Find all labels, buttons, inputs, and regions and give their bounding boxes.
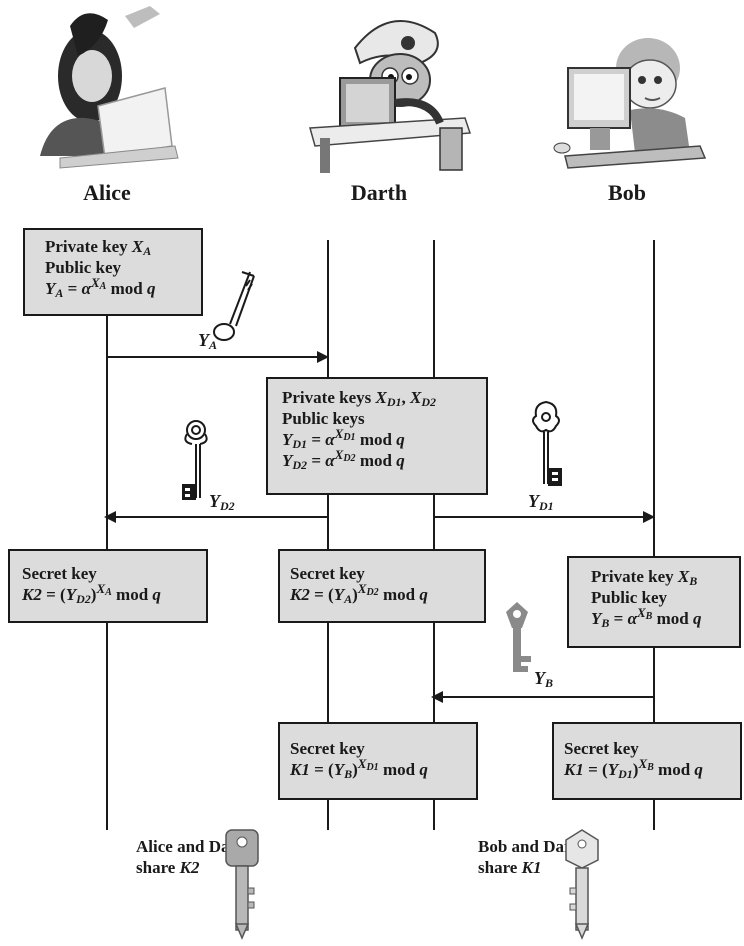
- bob-name: Bob: [567, 180, 687, 206]
- alice-lifeline: [106, 240, 108, 830]
- bob-key-box: Private key XB Public key YB = αXB mod q: [567, 556, 741, 648]
- ya-label: YA: [198, 330, 217, 351]
- bob-illustration: [550, 18, 710, 178]
- bob-secret-key-box: Secret key K1 = (YD1)XB mod q: [552, 722, 742, 800]
- alice-secret-key-box: Secret key K2 = (YD2)XA mod q: [8, 549, 208, 623]
- yd2-label: YD2: [209, 491, 235, 512]
- plain-key-icon: [212, 262, 262, 346]
- darth-illustration: [300, 8, 475, 178]
- darth-key-box: Private keys XD1, XD2 Public keys YD1 = …: [266, 377, 488, 495]
- ya-arrow: [108, 356, 327, 358]
- yd1-arrow: [435, 516, 653, 518]
- gray-key-icon: [496, 598, 538, 680]
- darth-secret-k1-box: Secret key K1 = (YB)XD1 mod q: [278, 722, 478, 800]
- silver-key-icon: [222, 828, 262, 942]
- yb-arrow: [433, 696, 653, 698]
- alice-illustration: [30, 6, 180, 178]
- darth-secret-k2-box: Secret key K2 = (YA)XD2 mod q: [278, 549, 486, 623]
- alice-key-box: Private key XA Public key YA = αXA mod q: [23, 228, 203, 316]
- yb-label: YB: [534, 668, 553, 689]
- alice-public-key-label: Public key: [45, 257, 201, 278]
- ornate-key-icon: [526, 398, 566, 494]
- darth-name: Darth: [319, 180, 439, 206]
- yd1-label: YD1: [528, 491, 554, 512]
- silver-key-icon: [562, 828, 602, 942]
- yd2-arrow: [106, 516, 327, 518]
- alice-name: Alice: [47, 180, 167, 206]
- bob-public-key-label: Public key: [591, 587, 739, 608]
- darth-public-keys-label: Public keys: [282, 408, 486, 429]
